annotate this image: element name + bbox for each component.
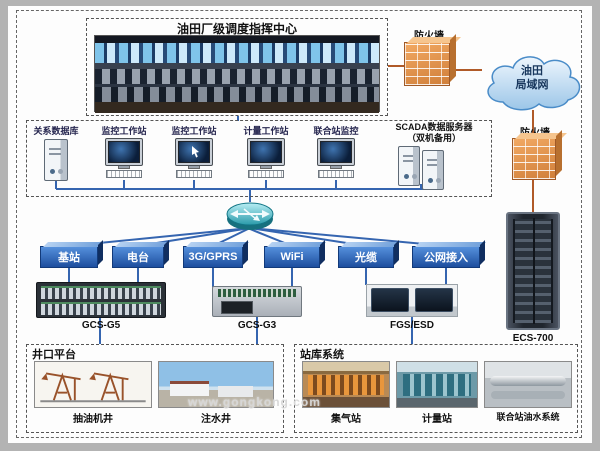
channel-label: WiFi bbox=[280, 251, 304, 263]
station-panel bbox=[294, 344, 578, 433]
rack-module-row bbox=[41, 286, 161, 299]
keyboard-icon bbox=[248, 170, 284, 178]
router-icon bbox=[226, 198, 274, 232]
cloud-label-line2: 局域网 bbox=[515, 79, 549, 91]
device-label-gcs-g5: GCS-G5 bbox=[81, 320, 121, 331]
monitor-icon bbox=[244, 138, 288, 186]
channel-radio: 电台 bbox=[112, 246, 164, 268]
database-server-icon bbox=[44, 139, 68, 181]
diagram-outer-border bbox=[16, 10, 582, 438]
channel-wifi: WiFi bbox=[264, 246, 320, 268]
injection-well-image bbox=[158, 361, 274, 408]
monitor-screen bbox=[108, 141, 140, 163]
fgs-esd-units bbox=[366, 284, 458, 317]
control-center-title: 油田厂级调度指挥中心 bbox=[176, 22, 297, 36]
pumpjack-well-image bbox=[34, 361, 152, 408]
rack-module-row bbox=[41, 302, 161, 315]
workstation-label: 监控工作站 bbox=[171, 126, 217, 136]
hand-cursor-icon bbox=[192, 146, 199, 158]
cloud-label-line1: 油田 bbox=[521, 65, 543, 77]
photo-desk-row bbox=[95, 69, 379, 84]
channel-label: 光缆 bbox=[355, 252, 377, 264]
photo-floor bbox=[95, 102, 379, 113]
scada-server-icon bbox=[422, 150, 444, 190]
esd-unit bbox=[415, 288, 453, 312]
channel-label: 基站 bbox=[58, 252, 80, 264]
monitor-stand bbox=[330, 166, 342, 169]
keyboard-icon bbox=[318, 170, 354, 178]
firewall-icon bbox=[404, 42, 450, 86]
cloud-label: 油田 局域网 bbox=[478, 64, 586, 92]
monitor-stand bbox=[118, 166, 130, 169]
cloud-icon bbox=[487, 56, 581, 111]
monitor-icon bbox=[172, 138, 216, 186]
channel-3g-gprs: 3G/GPRS bbox=[183, 246, 243, 268]
wellhead-panel bbox=[26, 344, 284, 433]
keyboard-icon bbox=[176, 170, 212, 178]
monitor-screen bbox=[320, 141, 352, 163]
gas-gathering-station-label: 集气站 bbox=[331, 414, 361, 425]
watermark-text: www.gongkong.com bbox=[188, 395, 321, 409]
pumpjack-well-label: 抽油机井 bbox=[73, 414, 113, 425]
metering-station-label: 计量站 bbox=[422, 414, 452, 425]
monitor-icon bbox=[314, 138, 358, 186]
monitor-stand bbox=[188, 166, 200, 169]
photo-video-wall bbox=[95, 43, 379, 63]
scada-server-label-line1: SCADA数据服务器 bbox=[395, 122, 473, 132]
photo-desk-row bbox=[95, 87, 379, 102]
firewall-icon bbox=[512, 138, 556, 180]
keyboard-icon bbox=[106, 170, 142, 178]
workstation-label: 计量工作站 bbox=[243, 126, 289, 136]
gas-gathering-station-image bbox=[302, 361, 390, 408]
channel-base-station: 基站 bbox=[40, 246, 98, 268]
control-center-panel bbox=[86, 18, 388, 116]
channel-public-network: 公网接入 bbox=[412, 246, 480, 268]
oilfield-lan-cloud: 油田 局域网 bbox=[478, 50, 586, 112]
injection-well-label: 注水井 bbox=[201, 414, 231, 425]
gcs-g5-rack bbox=[36, 282, 166, 318]
workstation-label: 联合站监控 bbox=[313, 126, 359, 136]
device-label-gcs-g3: GCS-G3 bbox=[237, 320, 277, 331]
combined-station-image bbox=[484, 361, 572, 408]
scada-server-label-line2: （双机备用） bbox=[406, 133, 461, 143]
scada-server-label: SCADA数据服务器 （双机备用） bbox=[382, 122, 486, 144]
station-panel-title: 站库系统 bbox=[300, 349, 344, 361]
metering-station-image bbox=[396, 361, 478, 408]
channel-label: 电台 bbox=[127, 252, 149, 264]
combined-station-label: 联合站油水系统 bbox=[496, 412, 560, 422]
db-label: 关系数据库 bbox=[33, 126, 79, 136]
monitor-stand bbox=[260, 166, 272, 169]
fgs-unit bbox=[371, 288, 409, 312]
channel-label: 3G/GPRS bbox=[188, 251, 238, 263]
device-label-fgs-esd: FGS/ESD bbox=[390, 320, 434, 331]
ecs-700-cabinet bbox=[506, 212, 560, 330]
photo-ceiling bbox=[95, 36, 379, 43]
wellhead-panel-title: 井口平台 bbox=[32, 349, 76, 361]
workstation-panel bbox=[26, 120, 492, 197]
scada-server-icon bbox=[398, 146, 420, 186]
photo-wall bbox=[95, 63, 379, 69]
monitor-icon bbox=[102, 138, 146, 186]
control-room-photo bbox=[94, 35, 380, 113]
channel-fiber: 光缆 bbox=[338, 246, 394, 268]
workstation-label: 监控工作站 bbox=[101, 126, 147, 136]
channel-label: 公网接入 bbox=[424, 252, 468, 264]
gcs-g3-controller bbox=[212, 286, 302, 317]
monitor-screen bbox=[250, 141, 282, 163]
device-label-ecs-700: ECS-700 bbox=[512, 333, 554, 344]
